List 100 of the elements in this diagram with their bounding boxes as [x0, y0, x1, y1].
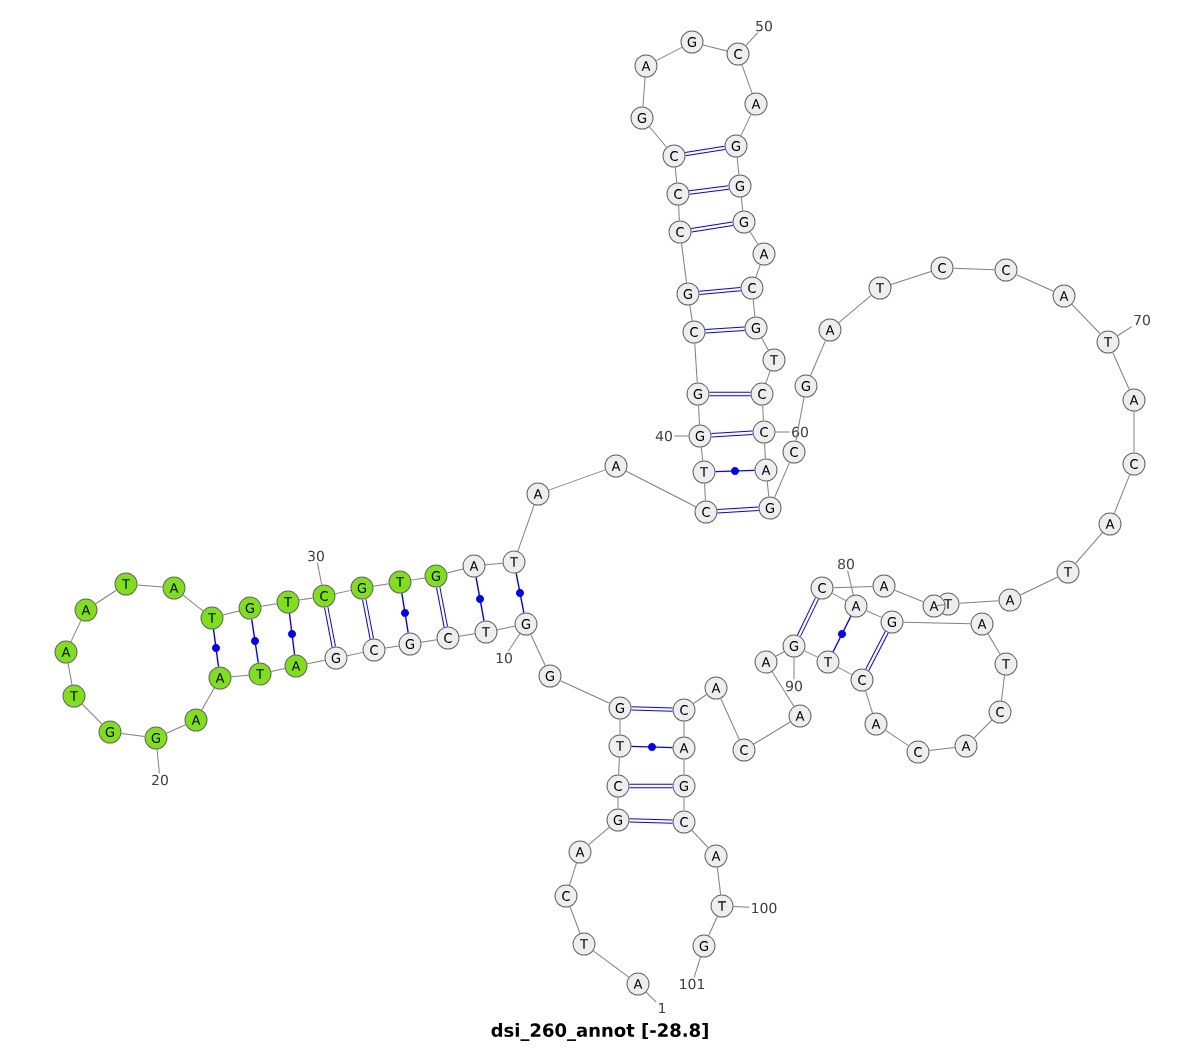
backbone-line [120, 733, 146, 737]
backbone-line [1112, 352, 1130, 390]
backbone-line [765, 370, 771, 384]
backbone-line [885, 729, 909, 747]
backbone-line [446, 568, 464, 574]
base-pair-line [709, 391, 751, 397]
backbone-line [987, 633, 1001, 655]
backbone-line [702, 44, 728, 52]
backbone-line [764, 443, 766, 459]
backbone-line [642, 76, 646, 108]
backbone-line [903, 621, 971, 625]
backbone-line [736, 156, 740, 176]
base-pair-line [212, 628, 220, 668]
backbone-line [230, 674, 250, 678]
base-pair-line [436, 586, 448, 628]
backbone-line [753, 721, 791, 745]
base-pair-line [685, 145, 725, 157]
backbone-line [752, 298, 756, 318]
backbone-line [740, 196, 744, 212]
base-pair-line [251, 618, 259, 664]
backbone-line [973, 719, 993, 739]
leader-line [733, 906, 750, 908]
backbone-line [953, 267, 995, 271]
backbone-line [683, 759, 685, 775]
backbone-line [775, 651, 785, 657]
base-pair-line [705, 326, 745, 334]
base-pair-line [515, 572, 525, 614]
leader-line [645, 991, 657, 1003]
base-pair-line [362, 598, 374, 640]
backbone-line [592, 950, 630, 978]
backbone-line [648, 126, 668, 148]
leader-line [745, 32, 759, 47]
leader-line [847, 570, 854, 596]
base-pair-line [288, 612, 296, 656]
backbone-line [708, 916, 718, 936]
backbone-line [182, 594, 204, 612]
backbone-line [959, 600, 1000, 604]
base-pair-line [832, 615, 852, 653]
backbone-line [678, 205, 680, 221]
backbone-line [372, 583, 390, 587]
backbone-line [306, 659, 326, 665]
backbone-line [683, 797, 685, 811]
base-pair-line [711, 430, 753, 438]
backbone-line [761, 337, 769, 351]
backbone-line [559, 680, 611, 704]
backbone-line [771, 671, 795, 707]
backbone-line [346, 651, 364, 657]
base-pair-line [630, 743, 674, 751]
backbone-line [384, 645, 400, 649]
backbone-line [569, 906, 581, 934]
backbone-line [618, 757, 620, 775]
backbone-line [619, 719, 621, 735]
leader-line [693, 956, 702, 978]
backbone-line [1113, 474, 1131, 514]
backbone-line [496, 625, 516, 631]
backbone-line [617, 797, 619, 809]
base-pair-line [714, 467, 756, 475]
leader-line [1117, 326, 1133, 337]
backbone-line [762, 405, 764, 421]
backbone-line [700, 446, 704, 462]
backbone-line [803, 650, 819, 658]
backbone-line [704, 483, 706, 501]
backbone-line [755, 264, 761, 278]
backbone-line [548, 469, 606, 491]
base-pair-line [717, 506, 759, 514]
caption: dsi_260_annot [-28.8] [491, 1023, 708, 1041]
backbone-line [136, 584, 164, 588]
backbone-line [928, 746, 956, 752]
backbone-line [569, 862, 577, 886]
backbone-line [1016, 274, 1054, 292]
base-pair-line [865, 631, 889, 671]
backbone-line [1133, 411, 1135, 453]
backbone-line [1019, 576, 1059, 596]
backbone-line [67, 662, 73, 686]
backbone-line [749, 231, 759, 245]
backbone-line [70, 619, 82, 643]
backbone-line [681, 242, 688, 284]
backbone-line [741, 64, 753, 94]
backbone-line [298, 597, 314, 601]
backbone-line [458, 633, 476, 637]
base-pair-line [631, 706, 673, 712]
backbone-line [270, 668, 286, 672]
backbone-line [691, 829, 709, 849]
backbone-line [890, 271, 932, 285]
backbone-line [838, 294, 872, 324]
backbone-line [716, 866, 722, 896]
backbone-line [201, 687, 215, 711]
leader-line [673, 435, 689, 437]
backbone-line [766, 480, 770, 498]
backbone-line [530, 633, 546, 667]
backbone-line [420, 639, 438, 643]
backbone-line [1000, 674, 1006, 702]
backbone-line [740, 113, 752, 137]
leader-line [793, 657, 795, 680]
base-pair-line [629, 818, 673, 824]
base-pair-line [629, 783, 673, 789]
base-pair-line [691, 221, 733, 233]
backbone-line [517, 504, 535, 552]
backbone-line [894, 589, 924, 603]
backbone-line [774, 462, 790, 498]
